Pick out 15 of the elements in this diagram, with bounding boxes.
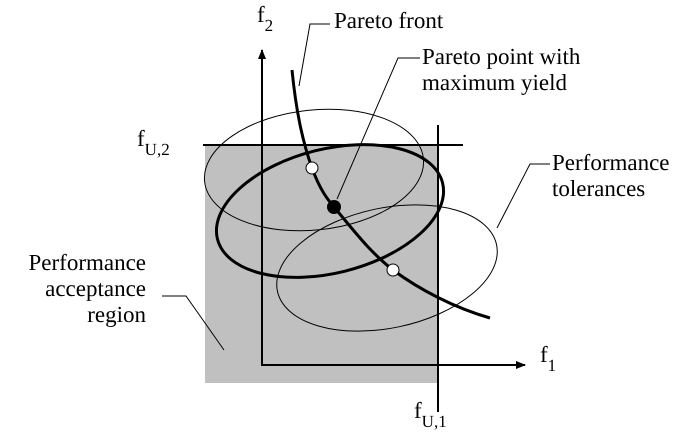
axis-label: f$_{2}$	[257, 2, 274, 37]
callout-text: Pareto front	[334, 8, 454, 34]
leader-line	[162, 296, 224, 350]
axis-label: f$_{1}$	[540, 342, 556, 377]
leader-line	[496, 164, 550, 228]
callout-text: Performance acceptance region	[4, 250, 146, 328]
axis-label: f$_{U,1}$	[414, 398, 447, 433]
pareto-point	[327, 200, 341, 214]
leader-line	[336, 58, 420, 200]
callout-text: Pareto point with maximum yield	[422, 44, 602, 96]
tolerance-ellipse	[276, 204, 498, 332]
acceptance-region	[205, 145, 438, 383]
callout-text: Performance tolerances	[552, 150, 682, 202]
axis-label: f$_{U,2}$	[137, 126, 170, 161]
leader-line	[298, 24, 330, 86]
